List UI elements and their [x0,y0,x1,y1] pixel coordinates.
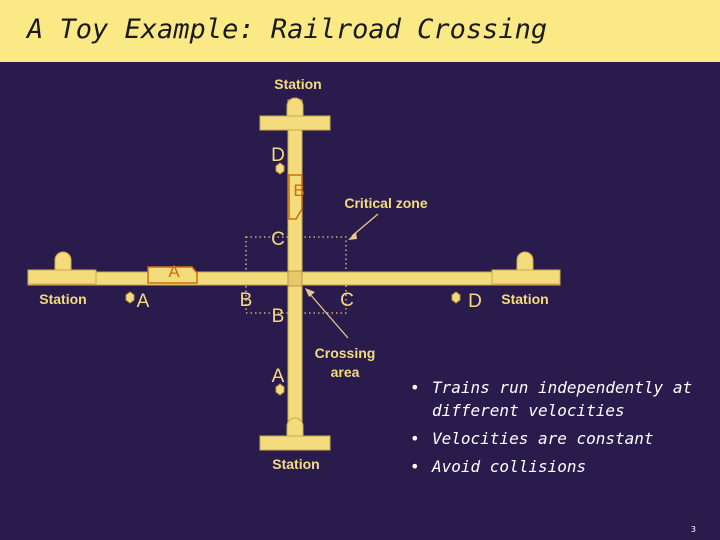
crossing-square [287,270,303,287]
crossing-area-label-line2: area [331,364,360,380]
critical-zone-label: Critical zone [344,195,427,211]
bullet-dot-icon: • [410,429,420,448]
marker-top-c: C [271,229,285,250]
critical-zone-arrow [351,213,379,237]
bullet-item: • Avoid collisions [410,455,710,478]
bullet-item: • Trains run independently at different v… [410,376,710,422]
crossing-area-label-line1: Crossing [315,345,376,361]
marker-left-a: A [137,291,150,312]
crossing-area-arrowhead-icon [305,288,315,297]
railroad-crossing-diagram: Station Station Station Station D B C B … [27,76,561,472]
sensor-right-d-icon [451,291,461,304]
bottom-station-building-icon [286,417,304,437]
marker-bottom-a: A [272,366,285,387]
slide-title: A Toy Example: Railroad Crossing [27,14,548,45]
left-station-platform [27,269,97,285]
bullet-dot-icon: • [410,457,420,476]
bullet-text: Avoid collisions [432,457,587,476]
station-label-bottom: Station [272,456,319,472]
crossing-area-arrow [308,292,349,339]
top-station-platform [259,115,331,131]
right-station-platform [491,269,561,285]
marker-top-b: B [293,181,304,200]
bullet-list: • Trains run independently at different v… [410,376,710,483]
page-number: 3 [690,525,696,534]
marker-right-c: C [340,290,354,311]
marker-bottom-b: B [272,306,285,327]
sensor-bottom-a-icon [275,383,285,396]
bullet-text: Velocities are constant [432,429,654,448]
bullet-text: Trains run independently at different ve… [432,378,693,420]
sensor-top-d-icon [275,162,285,175]
marker-right-d: D [468,291,482,312]
bullet-item: • Velocities are constant [410,427,710,450]
top-station-building-icon [286,97,304,117]
critical-zone-arrowhead-icon [348,232,357,240]
bullet-dot-icon: • [410,378,420,397]
marker-left-b: B [240,290,253,311]
left-station-building-icon [54,251,72,271]
marker-top-d: D [271,145,285,166]
station-label-right: Station [501,291,548,307]
station-label-top: Station [274,76,321,92]
sensor-left-a-icon [125,291,135,304]
train-a-icon [147,266,198,284]
title-bar: A Toy Example: Railroad Crossing [0,0,720,62]
marker-left-train-a: A [168,262,180,281]
bottom-station-platform [259,435,331,451]
right-station-building-icon [516,251,534,271]
station-label-left: Station [39,291,86,307]
train-b-icon [288,174,303,220]
